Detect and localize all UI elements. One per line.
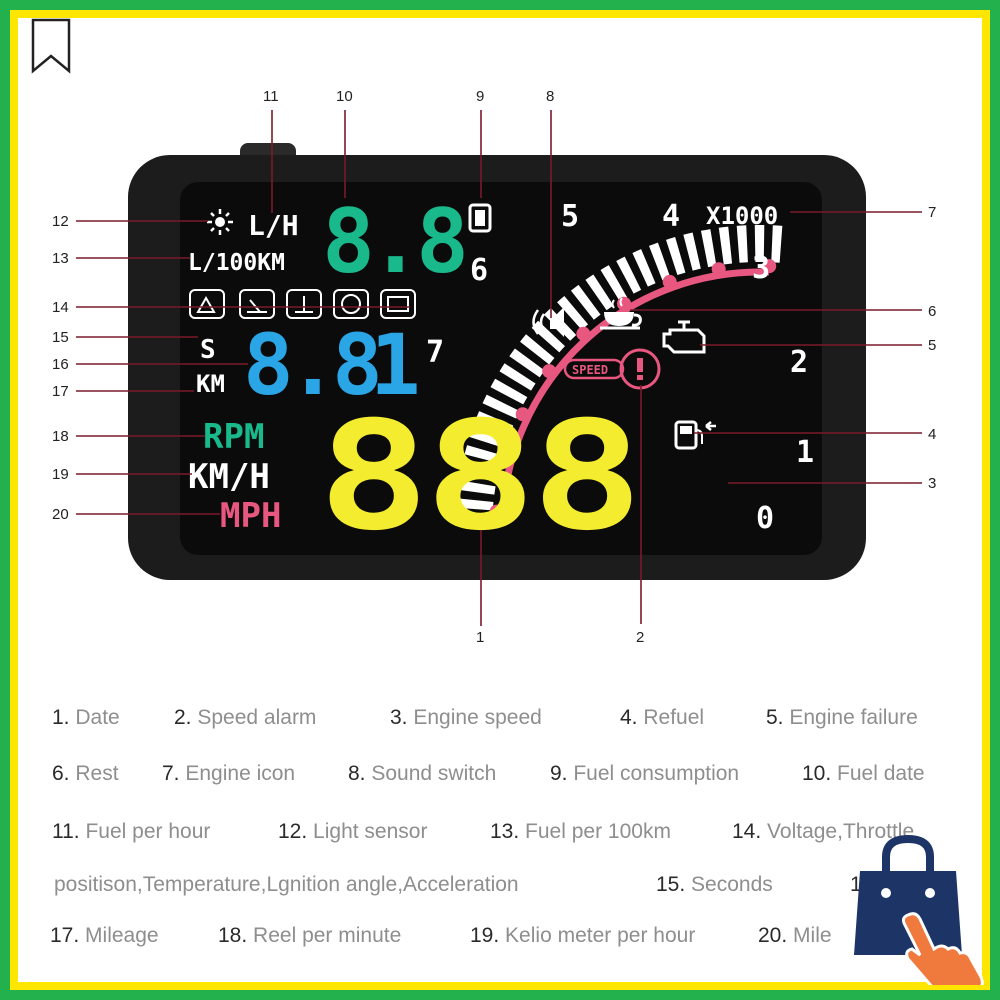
dial-segment [499, 363, 536, 391]
dial-segment [455, 516, 493, 527]
callout-13: 13 [52, 250, 69, 267]
rpm-label: RPM [203, 417, 264, 457]
dial-number-1: 1 [796, 435, 814, 470]
pointing-hand-icon [902, 912, 984, 985]
fuel-digits: 8.8 [322, 190, 464, 293]
dial-segment [632, 249, 656, 287]
speed-alarm-badge: SPEED [563, 358, 625, 380]
inner-frame [10, 10, 990, 990]
dial-pink-mark [617, 296, 632, 311]
dial-segment [648, 242, 671, 281]
dial-segment [457, 480, 496, 495]
dial-segment [683, 232, 701, 271]
dial-segment [570, 284, 601, 320]
mph-label: MPH [220, 496, 281, 536]
callout-3: 3 [928, 475, 936, 492]
dial-segment [666, 237, 686, 276]
callout-20: 20 [52, 506, 69, 523]
dial-segment [520, 334, 555, 365]
kmh-label: KM/H [188, 457, 270, 497]
callout-10: 10 [336, 88, 353, 105]
callout-1: 1 [476, 629, 484, 646]
dial-pink-mark [489, 504, 504, 519]
dial-pink-mark [762, 259, 777, 274]
dial-pink-mark [515, 407, 530, 422]
dial-number-3: 3 [752, 251, 770, 286]
dial-number-2: 2 [790, 345, 808, 380]
dial-segment [531, 320, 565, 353]
callout-19: 19 [52, 466, 69, 483]
dial-segment [585, 274, 614, 311]
callout-4: 4 [928, 426, 936, 443]
dial-segment [600, 265, 628, 302]
callout-14: 14 [52, 299, 69, 316]
callout-6: 6 [928, 303, 936, 320]
callout-5: 5 [928, 337, 936, 354]
shopping-bag-icon[interactable] [850, 835, 990, 985]
engine-icon [662, 320, 706, 354]
dial-segment [475, 411, 514, 434]
callout-16: 16 [52, 356, 69, 373]
dial-segment [718, 226, 733, 265]
warning-icon [619, 348, 661, 390]
trip-digits: 8.8 [243, 316, 378, 414]
x1000-label: X1000 [706, 202, 778, 230]
speaker-icon [532, 307, 564, 337]
fuel-gauge-icon [468, 203, 492, 233]
dial-segment [490, 378, 528, 405]
callout-11: 11 [263, 88, 279, 105]
dial-number-4: 4 [662, 199, 680, 234]
dial-pink-mark [711, 262, 726, 277]
dial-segment [509, 348, 545, 378]
dial-segment [700, 229, 717, 268]
dial-pink-mark [542, 364, 557, 379]
coffee-cup-icon [600, 297, 642, 330]
speed-badge-label: SPEED [572, 363, 608, 377]
dial-segment [557, 296, 589, 330]
dial-segment [482, 394, 520, 419]
dial-segment [455, 498, 494, 511]
status-icons-row [189, 289, 416, 319]
dial-number-6: 6 [470, 253, 488, 288]
callout-7: 7 [928, 204, 936, 221]
callout-15: 15 [52, 329, 69, 346]
s-label: S [200, 335, 216, 365]
dial-segment [771, 225, 783, 263]
dial-segment [616, 256, 642, 294]
dial-number-5: 5 [561, 199, 579, 234]
callout-9: 9 [476, 88, 484, 105]
fuel-pump-icon [674, 420, 716, 450]
dial-pink-mark [662, 274, 677, 289]
dial-number-7: 7 [426, 335, 444, 370]
dial-segment [460, 462, 499, 479]
fuel-unit-lh: L/H [248, 209, 299, 242]
bookmark-icon[interactable] [30, 18, 72, 74]
km-label: KM [196, 370, 225, 398]
dial-segment [464, 445, 503, 464]
callout-12: 12 [52, 213, 69, 230]
sun-icon [207, 209, 233, 235]
dial-pink-mark [576, 326, 591, 341]
callout-8: 8 [546, 88, 554, 105]
dial-segment [736, 225, 748, 263]
main-digits: 888 [318, 390, 638, 564]
callout-2: 2 [636, 629, 644, 646]
fuel-unit-l100: L/100KM [188, 250, 285, 276]
dial-number-0: 0 [756, 501, 774, 536]
callout-17: 17 [52, 383, 69, 400]
callout-lines [76, 110, 922, 626]
callout-18: 18 [52, 428, 69, 445]
dial-pink-mark [497, 454, 512, 469]
rpm-dial [455, 224, 783, 527]
dial-segment [754, 224, 765, 263]
dial-segment [469, 427, 508, 449]
trip-prefix: 1 [370, 316, 421, 414]
